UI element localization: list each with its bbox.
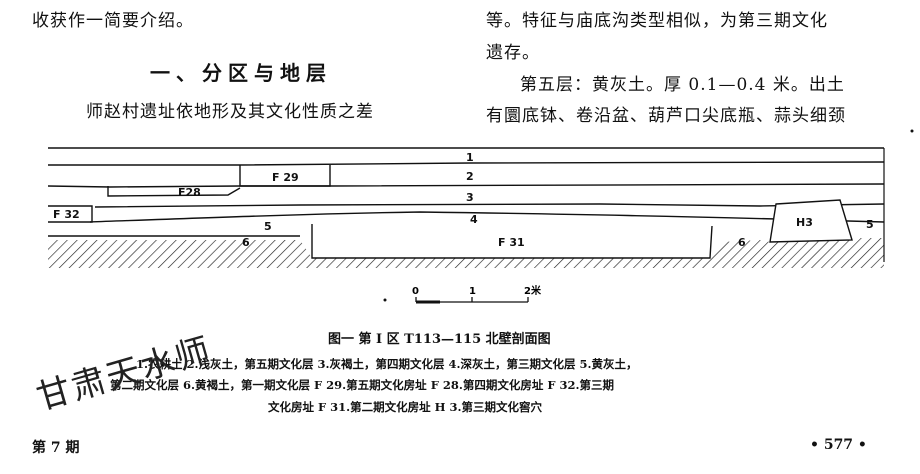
section-heading: 一、分区与地层 xyxy=(150,61,332,85)
right-text-line-1: 等。特征与庙底沟类型相似，为第三期文化 xyxy=(486,11,828,31)
right-text-line-2: 遗存。 xyxy=(486,43,540,63)
layer-label-1: 1 xyxy=(466,151,474,164)
left-text-line-3: 师赵村遗址依地形及其文化性质之差 xyxy=(86,102,374,122)
layer-label-6-left: 6 xyxy=(242,236,250,249)
layer-label-6-right: 6 xyxy=(738,236,746,249)
legend-line-1: 1.农耕土 2.浅灰土，第五期文化层 3.灰褐土，第四期文化层 4.深灰土，第三… xyxy=(136,357,638,371)
scale-label-0: 0 xyxy=(412,286,419,297)
f31-outline xyxy=(311,224,713,259)
figure-caption: 图一 第 I 区 T113—115 北壁剖面图 xyxy=(328,332,551,347)
legend-line-2: 第二期文化层 6.黄褐土，第一期文化层 F 29.第五期文化房址 F 28.第四… xyxy=(110,378,615,392)
f29-label: F 29 xyxy=(272,171,299,184)
f29-outline xyxy=(239,165,331,187)
f28-label: F28 xyxy=(178,186,201,199)
h3-label: H3 xyxy=(796,216,813,229)
layer-label-3: 3 xyxy=(466,191,474,204)
layer-label-4: 4 xyxy=(470,213,478,226)
right-text-line-4: 有圜底钵、卷沿盆、葫芦口尖底瓶、蒜头细颈 xyxy=(486,106,846,126)
layer-label-5-right: 5 xyxy=(866,218,874,231)
scale-label-2: 2米 xyxy=(524,284,542,297)
page-number: • 577 • xyxy=(810,437,867,453)
layer-label-2: 2 xyxy=(466,170,474,183)
f28-outline xyxy=(107,186,241,197)
issue-label: 第 7 期 xyxy=(32,440,80,456)
scale-bar: 0 1 2米 xyxy=(412,284,542,304)
h3-outline xyxy=(769,199,853,243)
f32-label: F 32 xyxy=(53,208,80,221)
f32-outline xyxy=(48,205,93,223)
scale-label-1: 1 xyxy=(469,286,476,297)
left-text-line-1: 收获作一简要介绍。 xyxy=(32,11,194,31)
legend-line-3: 文化房址 F 31.第二期文化房址 H 3.第三期文化窖穴 xyxy=(268,400,543,414)
f31-label: F 31 xyxy=(498,236,525,249)
layer-label-5: 5 xyxy=(264,220,272,233)
subsoil-hatching xyxy=(48,238,884,268)
right-text-line-3: 第五层：黄灰土。厚 0.1—0.4 米。出土 xyxy=(520,75,845,95)
